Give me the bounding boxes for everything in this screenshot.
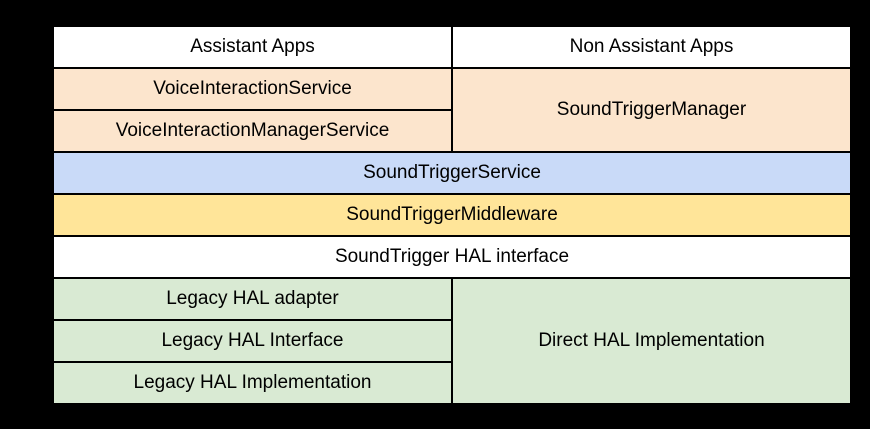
cell-sound-trigger-hal-interface: SoundTrigger HAL interface [54,237,850,277]
cell-voice-interaction-manager-service: VoiceInteractionManagerService [54,111,451,151]
cell-legacy-hal-interface: Legacy HAL Interface [54,321,451,361]
cell-sound-trigger-middleware: SoundTriggerMiddleware [54,195,850,235]
cell-sound-trigger-service: SoundTriggerService [54,153,850,193]
cell-assistant-apps: Assistant Apps [54,27,451,67]
cell-non-assistant-apps: Non Assistant Apps [453,27,850,67]
cell-voice-interaction-service: VoiceInteractionService [54,69,451,109]
soundtrigger-stack-diagram: Assistant Apps Non Assistant Apps VoiceI… [54,27,850,403]
cell-sound-trigger-manager: SoundTriggerManager [453,69,850,151]
cell-legacy-hal-implementation: Legacy HAL Implementation [54,363,451,403]
cell-direct-hal-implementation: Direct HAL Implementation [453,279,850,403]
cell-legacy-hal-adapter: Legacy HAL adapter [54,279,451,319]
